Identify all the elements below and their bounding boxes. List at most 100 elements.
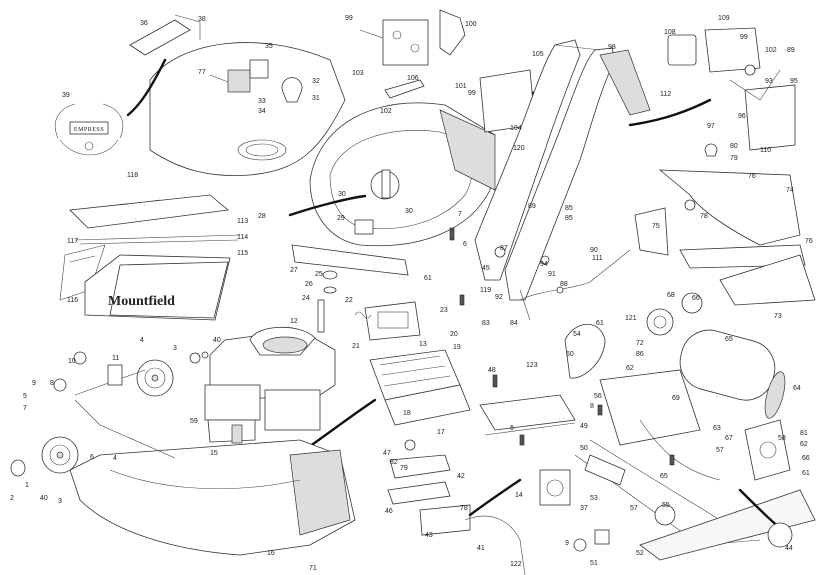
part-number-label: 29 bbox=[337, 215, 345, 222]
part-number-label: 64 bbox=[793, 385, 801, 392]
part-number-label: 22 bbox=[345, 297, 353, 304]
part-number-label: 32 bbox=[312, 78, 320, 85]
part-number-label: 65 bbox=[725, 336, 733, 343]
part-number-label: 66 bbox=[802, 455, 810, 462]
part-number-label: 16 bbox=[267, 550, 275, 557]
plate-48 bbox=[479, 394, 576, 431]
part-number-label: 102 bbox=[380, 108, 392, 115]
part-number-label: 18 bbox=[403, 410, 411, 417]
part-number-label: 39 bbox=[62, 92, 70, 99]
bracket-36 bbox=[129, 19, 191, 56]
part-number-label: 45 bbox=[482, 265, 490, 272]
part-number-label: 100 bbox=[465, 21, 477, 28]
part-number-label: 49 bbox=[580, 423, 588, 430]
part-number-label: 61 bbox=[424, 275, 432, 282]
bracket-27 bbox=[291, 244, 409, 276]
part-number-label: 68 bbox=[667, 292, 675, 299]
leader-line-112 bbox=[628, 98, 712, 127]
part-number-label: 62 bbox=[626, 365, 634, 372]
part-number-label: 6 bbox=[463, 241, 467, 248]
part-number-label: 71 bbox=[309, 565, 317, 572]
part-number-label: 5 bbox=[23, 393, 27, 400]
part-number-label: 25 bbox=[315, 271, 323, 278]
part-number-label: 95 bbox=[790, 78, 798, 85]
part-number-label: 102 bbox=[765, 47, 777, 54]
part-number-label: 19 bbox=[453, 344, 461, 351]
part-number-labels: 3638357732313334399910010310610210199105… bbox=[10, 15, 813, 572]
part-number-label: 9 bbox=[565, 540, 569, 547]
part-number-label: 60 bbox=[566, 351, 574, 358]
part-number-label: 52 bbox=[636, 550, 644, 557]
part-number-label: 96 bbox=[738, 113, 746, 120]
part-number-label: 67 bbox=[725, 435, 733, 442]
leader-line-123 bbox=[468, 478, 522, 517]
part-number-label: 6 bbox=[90, 454, 94, 461]
brand-panel-label: Mountfield bbox=[108, 294, 175, 309]
part-number-label: 110 bbox=[760, 147, 771, 154]
empress-crest: EMPRESS bbox=[54, 103, 124, 156]
part-number-label: 17 bbox=[437, 429, 445, 436]
part-number-label: 55 bbox=[662, 502, 670, 509]
box-part-109 bbox=[704, 27, 761, 73]
part-number-label: 103 bbox=[352, 70, 364, 77]
part-number-label: 85 bbox=[565, 215, 573, 222]
part-number-label: 14 bbox=[515, 492, 523, 499]
part-number-label: 7 bbox=[458, 211, 462, 218]
part-number-label: 50 bbox=[580, 445, 588, 452]
part-number-label: 86 bbox=[636, 351, 644, 358]
crest-label: EMPRESS bbox=[74, 127, 104, 133]
part-number-label: 35 bbox=[265, 43, 273, 50]
engine bbox=[204, 326, 336, 444]
part-number-label: 30 bbox=[405, 208, 413, 215]
part-number-label: 116 bbox=[67, 297, 78, 304]
part-number-label: 87 bbox=[500, 245, 508, 252]
part-number-label: 33 bbox=[258, 98, 266, 105]
part-number-label: 82 bbox=[390, 459, 398, 466]
part-number-label: 46 bbox=[385, 508, 393, 515]
part-number-label: 105 bbox=[532, 51, 544, 58]
part-number-label: 78 bbox=[700, 213, 708, 220]
part-number-label: 48 bbox=[488, 367, 496, 374]
part-number-label: 94 bbox=[540, 261, 548, 268]
part-number-label: 10 bbox=[68, 358, 76, 365]
part-number-label: 74 bbox=[786, 187, 794, 194]
part-number-label: 79 bbox=[730, 155, 738, 162]
part-number-label: 4 bbox=[140, 337, 144, 344]
deflector-74 bbox=[658, 169, 801, 246]
part-number-label: 119 bbox=[480, 287, 491, 294]
part-number-label: 69 bbox=[672, 395, 680, 402]
part-number-label: 81 bbox=[800, 430, 808, 437]
part-number-label: 36 bbox=[140, 20, 148, 27]
link-46 bbox=[389, 454, 451, 479]
part-number-label: 20 bbox=[450, 331, 458, 338]
part-number-label: 115 bbox=[237, 250, 248, 257]
part-number-label: 21 bbox=[352, 343, 360, 350]
part-number-label: 23 bbox=[440, 307, 448, 314]
part-number-label: 106 bbox=[407, 75, 419, 82]
part-number-label: 121 bbox=[625, 315, 637, 322]
part-number-label: 78 bbox=[460, 505, 468, 512]
part-number-label: 37 bbox=[580, 505, 588, 512]
part-number-label: 6 bbox=[510, 425, 514, 432]
part-number-label: 117 bbox=[67, 238, 78, 245]
part-number-label: 15 bbox=[210, 450, 218, 457]
part-number-label: 97 bbox=[707, 123, 715, 130]
part-number-label: 77 bbox=[198, 69, 206, 76]
part-number-label: 79 bbox=[400, 465, 408, 472]
part-number-label: 8 bbox=[590, 403, 594, 410]
part-number-label: 83 bbox=[482, 320, 490, 327]
part-number-label: 99 bbox=[468, 90, 476, 97]
part-number-label: 66 bbox=[692, 295, 700, 302]
part-number-label: 90 bbox=[590, 247, 598, 254]
part-number-label: 3 bbox=[58, 498, 62, 505]
part-number-label: 1 bbox=[25, 482, 29, 489]
part-number-label: 26 bbox=[305, 281, 313, 288]
part-number-label: 88 bbox=[560, 281, 568, 288]
part-number-label: 108 bbox=[664, 29, 676, 36]
chassis-13 bbox=[69, 439, 356, 556]
part-number-label: 63 bbox=[713, 425, 721, 432]
throttle-box-103 bbox=[382, 19, 429, 66]
part-number-label: 99 bbox=[345, 15, 353, 22]
part-number-label: 40 bbox=[40, 495, 48, 502]
